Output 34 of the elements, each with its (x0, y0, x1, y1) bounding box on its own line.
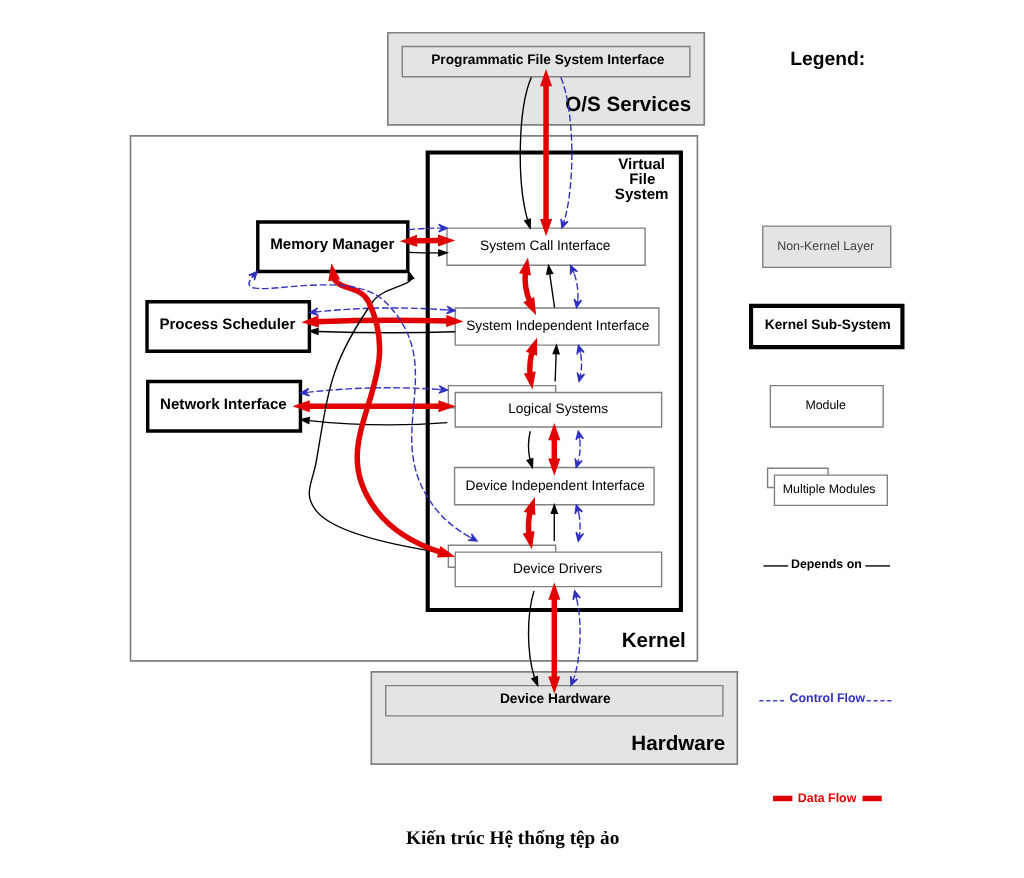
arrow (569, 590, 581, 687)
arrow (292, 400, 456, 413)
arrow (569, 264, 583, 309)
arrow (560, 76, 573, 229)
arrow (301, 314, 464, 328)
arrow (523, 337, 538, 390)
arrow (550, 502, 559, 542)
arrow (552, 343, 560, 383)
arrow (248, 270, 478, 542)
arrow (522, 497, 536, 550)
arrow (548, 582, 561, 694)
arrow (540, 69, 553, 237)
arrow (300, 385, 449, 397)
arrow (399, 234, 456, 247)
arrow (546, 263, 556, 309)
label: Legend: (790, 49, 866, 72)
arrow (526, 430, 534, 470)
arrow (309, 305, 456, 317)
arrow (519, 257, 537, 316)
node-box: Process Scheduler (145, 300, 312, 353)
arrow (308, 269, 449, 555)
caption: Kiến trúc Hệ thống tệp ảo (406, 828, 620, 851)
arrow (576, 344, 586, 383)
arrow (574, 430, 585, 469)
arrow (519, 76, 533, 230)
node-box: Memory Manager (256, 220, 410, 274)
arrow (407, 223, 448, 233)
node-box: Network Interface (146, 379, 303, 433)
arrow (307, 327, 456, 336)
arrow (574, 504, 585, 542)
arrow (407, 249, 450, 257)
arrow (548, 422, 561, 476)
arrow (527, 590, 539, 688)
arrow (298, 416, 449, 426)
